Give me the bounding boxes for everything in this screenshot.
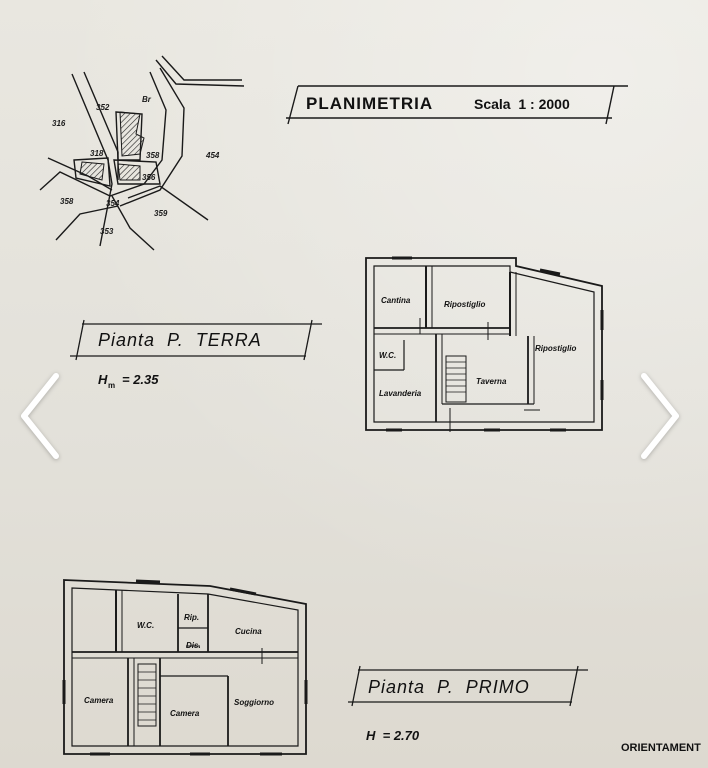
ground-floor-title: Pianta P. TERRA xyxy=(98,330,262,350)
ground-floor-plan xyxy=(365,256,604,432)
first-floor-title: Pianta P. PRIMO xyxy=(368,677,530,697)
previous-image-button[interactable] xyxy=(10,366,70,466)
ground-floor-height-label: H xyxy=(98,372,108,387)
chevron-left-icon xyxy=(21,373,59,459)
room-label-taverna: Taverna xyxy=(476,377,507,386)
room-label-dis: Dis. xyxy=(186,641,201,650)
room-label-cantina: Cantina xyxy=(381,296,411,305)
room-label-camera: Camera xyxy=(170,709,200,718)
parcel-label: 318 xyxy=(90,149,104,158)
ground-floor-title-frame xyxy=(70,319,322,361)
first-floor-title-frame xyxy=(348,665,588,707)
site-plan-buildings xyxy=(79,111,145,181)
room-label-camera: Camera xyxy=(84,696,114,705)
room-label-soggiorno: Soggiorno xyxy=(234,698,274,707)
room-label-rip: Rip. xyxy=(184,613,199,622)
room-label-wc: W.C. xyxy=(137,621,154,630)
parcel-label: Br xyxy=(142,95,152,104)
site-plan-scale: Scala 1 : 2000 xyxy=(474,96,570,112)
first-floor-room-labels: W.C. Rip. Dis. Cucina Camera Camera Sogg… xyxy=(84,613,274,718)
first-floor-height: H = 2.70 xyxy=(366,728,420,743)
parcel-label: 356 xyxy=(142,173,156,182)
room-label-cucina: Cucina xyxy=(235,627,262,636)
room-label-wc: W.C. xyxy=(379,351,396,360)
chevron-right-icon xyxy=(641,373,679,459)
site-plan-title-frame xyxy=(286,85,628,125)
parcel-label: 359 xyxy=(154,209,168,218)
orientation-label: ORIENTAMENT xyxy=(621,742,701,754)
room-label-ripostiglio: Ripostiglio xyxy=(535,344,576,353)
site-plan-parcel-numbers: 316 352 Br 318 358 454 356 358 354 359 3… xyxy=(52,95,220,236)
parcel-label: 352 xyxy=(96,103,110,112)
next-image-button[interactable] xyxy=(630,366,690,466)
ground-floor-height-sub: m xyxy=(108,381,115,390)
parcel-label: 316 xyxy=(52,119,66,128)
room-label-lavanderia: Lavanderia xyxy=(379,389,422,398)
parcel-label: 358 xyxy=(146,151,160,160)
site-plan-map xyxy=(39,55,245,251)
parcel-label: 358 xyxy=(60,197,74,206)
ground-floor-room-labels: Cantina Ripostiglio Ripostiglio W.C. Lav… xyxy=(379,296,576,398)
parcel-label: 353 xyxy=(100,227,114,236)
first-floor-plan xyxy=(62,579,308,756)
ground-floor-height-value: = 2.35 xyxy=(122,372,159,387)
parcel-label: 354 xyxy=(106,199,120,208)
site-plan-title: PLANIMETRIA xyxy=(306,94,433,113)
room-label-ripostiglio: Ripostiglio xyxy=(444,300,485,309)
parcel-label: 454 xyxy=(205,151,220,160)
